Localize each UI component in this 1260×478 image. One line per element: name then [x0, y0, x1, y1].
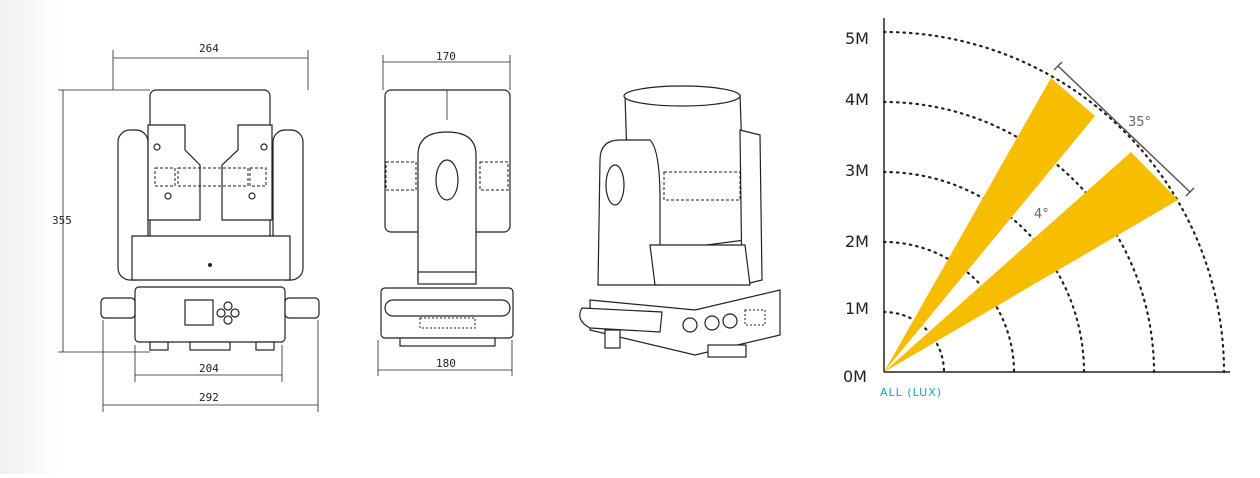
front-view-drawing: 264 355 204 292: [52, 42, 320, 412]
front-total-width-label: 292: [199, 391, 219, 404]
beam-angle-chart: 5M 4M 3M 2M 1M 0M ALL (LUX) 35° 4°: [843, 18, 1230, 399]
side-depth-top-label: 170: [436, 50, 456, 63]
y-tick-3m: 3M: [845, 161, 869, 180]
perspective-view-drawing: [579, 85, 781, 358]
front-height-label: 355: [52, 214, 72, 227]
beam-wide-shape: [884, 78, 1095, 372]
y-tick-1m: 1M: [845, 299, 869, 318]
distance-arc: [882, 170, 1086, 374]
angle-bracket-tick-bottom: [1185, 187, 1195, 197]
y-tick-4m: 4M: [845, 90, 869, 109]
beam-angle-wide-label: 35°: [1128, 115, 1151, 130]
front-width-label: 264: [199, 42, 219, 55]
front-base-width-label: 204: [199, 362, 219, 375]
angle-bracket-tick-top: [1053, 61, 1063, 71]
y-tick-2m: 2M: [845, 232, 869, 251]
distance-arcs: [882, 30, 1226, 374]
side-view-drawing: 170 180: [377, 50, 514, 376]
distance-arc: [882, 240, 1016, 374]
beam-narrow-shape: [884, 152, 1178, 372]
angle-bracket-line: [1057, 65, 1191, 193]
side-depth-bottom-label: 180: [436, 357, 456, 370]
distance-arc: [882, 310, 946, 374]
distance-arc: [882, 30, 1226, 374]
y-tick-5m: 5M: [845, 29, 869, 48]
unit-label: ALL (LUX): [880, 386, 942, 399]
beam-angle-narrow-label: 4°: [1034, 207, 1049, 222]
y-tick-0m: 0M: [843, 367, 867, 386]
